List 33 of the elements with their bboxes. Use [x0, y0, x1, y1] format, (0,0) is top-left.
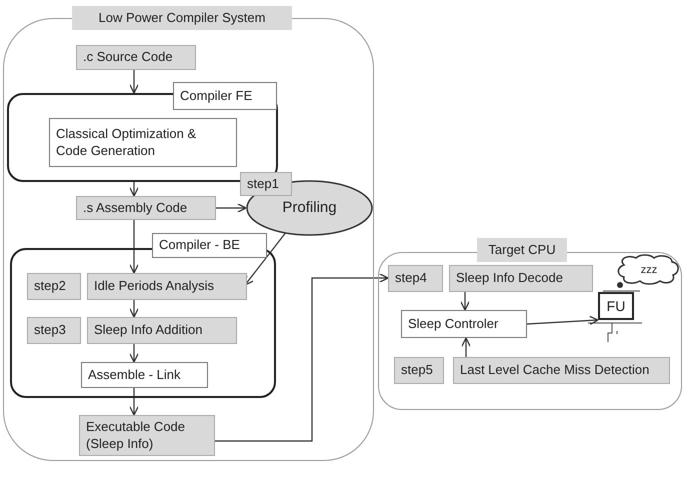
group-title: Low Power Compiler System [72, 6, 292, 30]
process-box: Classical Optimization & Code Generation [49, 118, 237, 167]
label-box: Idle Periods Analysis [87, 273, 247, 300]
label-box: step1 [240, 172, 292, 196]
arrow [461, 337, 471, 357]
label-box: step5 [394, 357, 444, 384]
arrow [460, 292, 470, 311]
arrow [129, 220, 139, 274]
arrow [526, 316, 599, 326]
arrow [129, 182, 139, 197]
arrow [129, 344, 139, 363]
arrow [129, 300, 139, 318]
process-box: Compiler FE [173, 82, 277, 110]
process-box: Assemble - Link [81, 362, 208, 388]
label-box: .s Assembly Code [76, 196, 216, 220]
functional-unit-box: FU [598, 292, 634, 320]
label-box: Sleep Info Addition [87, 317, 237, 344]
node-label: Profiling [282, 198, 337, 218]
process-box: Sleep Controler [401, 310, 527, 338]
label-box: Last Level Cache Miss Detection [453, 357, 670, 384]
arrow [129, 70, 139, 94]
sleep-text: zzz [640, 262, 658, 278]
label-box: Sleep Info Decode [449, 265, 593, 292]
label-box: step4 [388, 265, 443, 292]
arrow [129, 388, 139, 416]
process-box: Compiler - BE [152, 233, 267, 258]
label-box: .c Source Code [76, 45, 196, 70]
label-box: step2 [27, 273, 81, 300]
arrow [216, 203, 247, 213]
label-box: step3 [27, 317, 81, 344]
group-title: Target CPU [477, 238, 567, 262]
arrow [215, 273, 389, 442]
label-box: Executable Code (Sleep Info) [79, 415, 215, 456]
